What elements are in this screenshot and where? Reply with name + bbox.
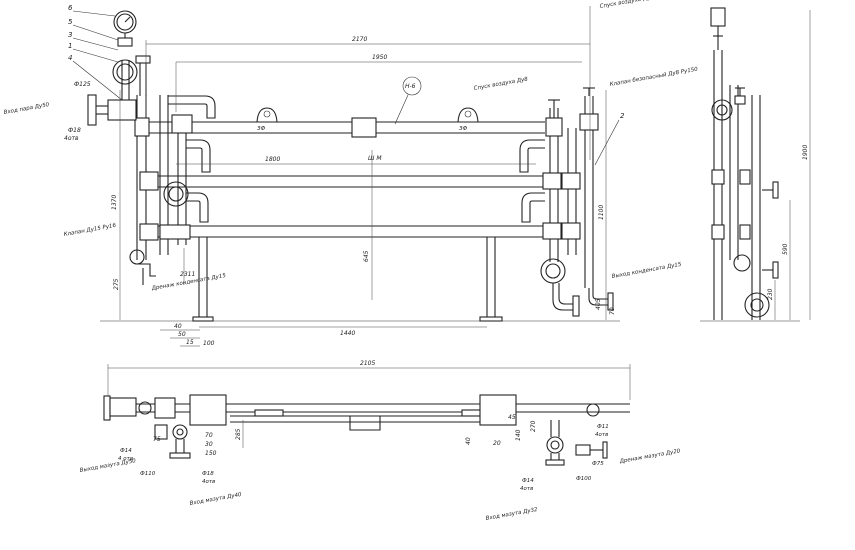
label-cond-outlet-right: Выход конденсата Ду15 (611, 262, 682, 280)
dim-small-b: 50 (178, 331, 186, 338)
dim-left-height: 1370 (111, 195, 118, 210)
plan-oil-outlet-right: Вход мазута Ду32 (485, 507, 538, 522)
dim-diam-bolt: Ф18 (68, 127, 81, 134)
side-view: 1900 590 230 (700, 7, 811, 322)
plan-diam-left-a: Ф14 (120, 448, 132, 454)
callouts: 6 5 3 1 4 2 Н-6 Ш М (68, 4, 625, 166)
dim-small-d: 100 (203, 340, 215, 347)
left-header (129, 95, 216, 285)
plan-bolts-left-c: 4отв (202, 479, 215, 485)
side-dim-low-height: 230 (767, 288, 774, 300)
heater-tubes (145, 117, 545, 238)
label-valve-left: Клапан Ду15 Ру16 (63, 223, 117, 238)
plan-dim-right-c: 20 (493, 440, 501, 447)
dim-diam-nozzle: Ф125 (74, 81, 91, 88)
svg-text:ЗФ: ЗФ (459, 126, 468, 132)
dim-small-a: 40 (174, 323, 182, 330)
plan-view: 2105 75 30 150 (79, 360, 681, 522)
front-view: ЗФ ЗФ (3, 0, 698, 347)
dim-bolt-count: 4отв (64, 135, 79, 142)
right-header (519, 87, 614, 317)
plan-diam-right-c: Ф14 (522, 478, 534, 484)
side-dim-total-height: 1900 (802, 145, 809, 160)
dim-right-height: 1100 (598, 205, 605, 220)
label-safety-valve: Клапан безопасный Ду8 Ру150 (609, 66, 698, 88)
callout-3: 3 (68, 31, 72, 39)
callout-1: 1 (68, 42, 72, 50)
plan-bolts-left-a: 4 отв (118, 456, 133, 462)
dim-pipe-span: 1950 (372, 54, 387, 61)
plan-dim-right-e: 45 (508, 414, 516, 421)
label-steam-inlet: Вход пара Ду50 (3, 102, 50, 116)
label-air-vent-top: Спуск воздуха Ду8 (599, 0, 655, 10)
plan-drain-right: Дренаж мазута Ду20 (618, 448, 681, 465)
plan-dim-right-a: 270 (530, 420, 537, 432)
dim-overall-length: 2170 (352, 36, 367, 43)
circle-tag: Н-6 (405, 83, 416, 90)
dim-inner-span: 1800 (265, 156, 280, 163)
pipe-supports: ЗФ ЗФ (256, 107, 479, 132)
plan-diam-right-d: Ф100 (576, 476, 592, 482)
dim-drain-small: 70 (609, 307, 616, 315)
plan-dim-left-d: 285 (235, 428, 242, 440)
frame-legs (100, 237, 620, 322)
dim-mid-height: 645 (363, 250, 370, 262)
dim-nozzle-offset: 275 (113, 278, 120, 290)
section-mark: Ш М (368, 155, 382, 162)
callout-2: 2 (620, 112, 625, 120)
dim-small-c: 15 (186, 339, 194, 346)
dim-foot-offset: 405 (595, 298, 602, 310)
plan-diam-right-a: Ф11 (597, 424, 609, 430)
plan-diam-left-b: Ф110 (140, 471, 156, 477)
callout-5: 5 (68, 18, 73, 26)
plan-oil-inlet: Вход мазута Ду40 (189, 492, 242, 507)
plan-dim-right-d: 40 (465, 437, 472, 445)
plan-bolts-right-c: 4отв (520, 486, 533, 492)
plan-dim-overall: 2105 (360, 360, 375, 367)
callout-4: 4 (68, 54, 72, 62)
plan-diam-left-c: Ф18 (202, 471, 214, 477)
svg-text:ЗФ: ЗФ (257, 126, 266, 132)
plan-dim-left-b: 30 (205, 441, 213, 448)
plan-diam-right-b: Ф75 (592, 461, 604, 467)
steam-inlet-assembly (87, 10, 151, 126)
plan-dim-left-e: 70 (205, 432, 213, 439)
plan-dim-right-b: 140 (515, 429, 522, 441)
dim-cond-height: 2311 (180, 271, 195, 278)
plan-dim-left-a: 75 (153, 436, 161, 443)
plan-bolts-right-a: 4отв (595, 432, 608, 438)
dim-base-span: 1440 (340, 330, 355, 337)
side-dim-mid-height: 590 (782, 243, 789, 255)
plan-dim-left-c: 150 (205, 450, 217, 457)
plan-oil-outlet-left: Выход мазута Ду50 (79, 458, 137, 474)
front-dimensions (119, 6, 607, 347)
callout-6: 6 (68, 4, 73, 12)
label-air-vent-mid: Спуск воздуха Ду8 (473, 76, 529, 92)
front-dim-texts: 2170 1950 1800 1440 1370 645 1100 275 40… (64, 36, 616, 347)
